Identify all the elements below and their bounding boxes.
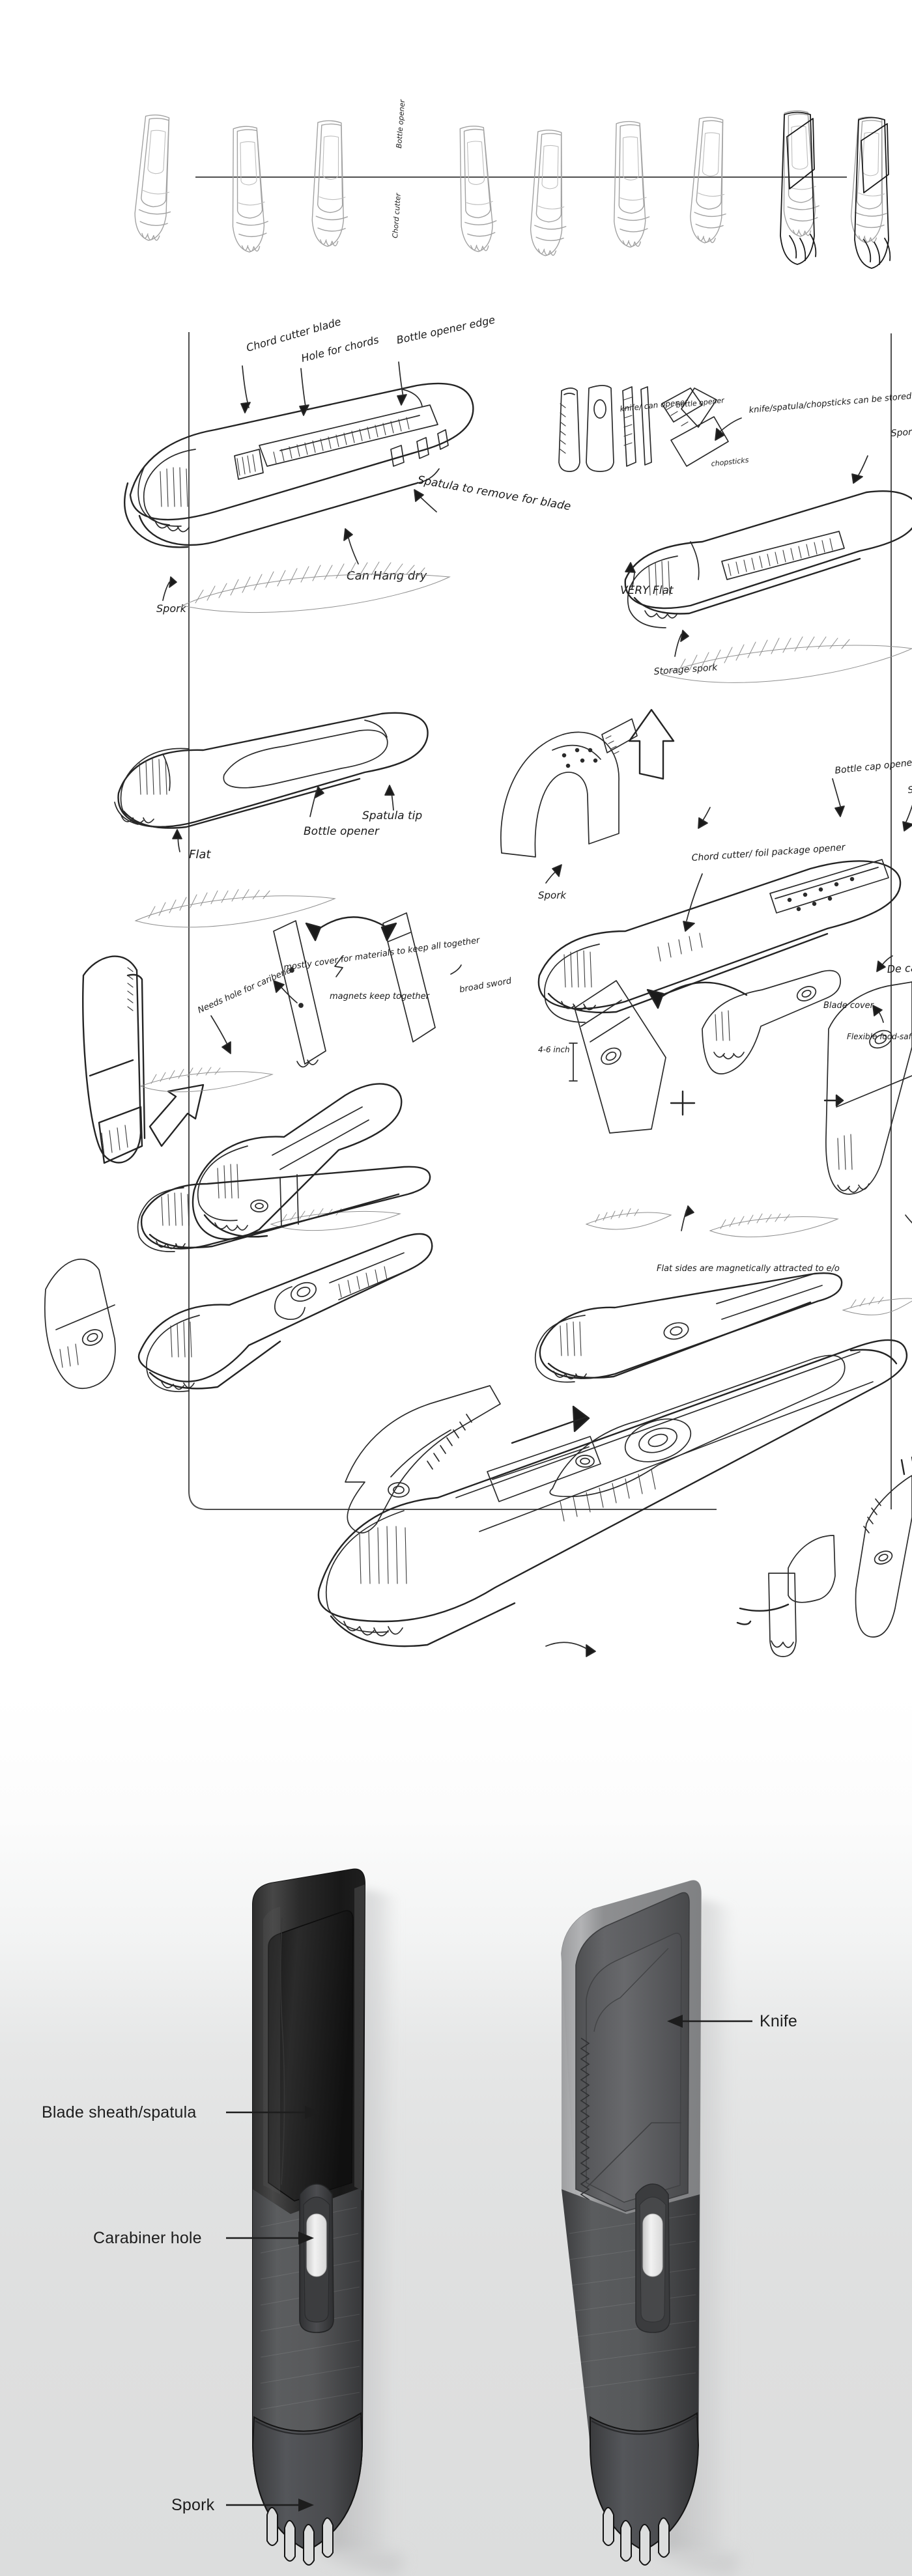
knife-inner-contour (586, 1933, 682, 2203)
sketch-note-flat-sides-magnetic: Flat sides are magnetically attracted to… (657, 1264, 840, 1274)
sketch-study-lower-left (137, 1166, 431, 1252)
shadow-swoosh-2 (661, 636, 912, 683)
sketch-study-right-flat (534, 1272, 843, 1383)
sketch-note-very-flat: VERY Flat (620, 584, 674, 597)
arrow-head-icon (298, 2232, 314, 2245)
shadow-swoosh-3 (134, 889, 336, 928)
sketch-note-bottle-opener: Bottle opener (395, 98, 406, 148)
sketch-note-blade-cover: Blade cover (823, 1001, 875, 1011)
sketch-note-spatula-tip-2: Spatula tip (907, 780, 912, 796)
knife-serration (580, 2037, 590, 2205)
shadow-swoosh-1 (181, 561, 451, 613)
callout-carabiner-hole: Carabiner hole (93, 2229, 314, 2247)
knife-bevel-line (586, 2122, 681, 2189)
spork-tines (266, 2507, 334, 2566)
sketch-note-flexible-food-safe: Flexible food-safe to also spatula (847, 1032, 912, 1041)
right-spork-bowl[interactable] (590, 2412, 700, 2552)
arrow-head-icon (667, 2015, 683, 2028)
sheath-highlight (263, 1907, 280, 2194)
carabiner-hole[interactable] (306, 2213, 327, 2277)
layout-guides (188, 176, 892, 1510)
sketch-note-flat: Flat (189, 848, 211, 861)
right-carabiner-hole[interactable] (642, 2213, 663, 2277)
sketch-note-4-6-inch: 4-6 inch (538, 1045, 570, 1054)
right-spork-rim (591, 2415, 698, 2435)
product-right-view (561, 1880, 741, 2576)
callout-label-blade-sheath: Blade sheath/spatula (42, 2103, 197, 2121)
sketch-note-spork-left: Spork (156, 602, 187, 615)
left-spork-shadow (319, 2533, 406, 2576)
callout-label-knife: Knife (760, 2012, 797, 2030)
sketch-note-chopsticks: chopsticks (711, 456, 749, 468)
sketch-note-can-hang-dry: Can Hang dry (347, 569, 427, 583)
sheath-highlight-edge (354, 1884, 365, 2191)
callout-label-carabiner-hole: Carabiner hole (93, 2229, 202, 2247)
sketch-note-spatula-tip: Spatula tip (362, 809, 422, 822)
callout-blade-sheath-spatula: Blade sheath/spatula (42, 2103, 321, 2121)
knife-inner-contour-2 (593, 1948, 669, 2032)
thumbnail-row: Bottle opener Chord cutter (132, 98, 891, 269)
spork-bowl-rim (255, 2415, 362, 2435)
sketch-study-ring (44, 1233, 433, 1392)
sketch-canvas: .ink { stroke:#1a1a1a; fill:none; stroke… (44, 98, 912, 1657)
callout-knife: Knife (667, 2012, 797, 2030)
callout-label-spork: Spork (171, 2496, 215, 2514)
right-handle-texture (569, 2213, 696, 2390)
sketch-note-spork-mid: Spork (538, 889, 567, 901)
shadow-swooshes-lower (139, 1067, 912, 1315)
right-spork-shadow (654, 2533, 741, 2576)
ideation-sketch-section: .ink { stroke:#1a1a1a; fill:none; stroke… (44, 98, 912, 1657)
sketch-study-assembly: Blade cover Flexible food-safe to also s… (538, 970, 912, 1274)
sketch-study-hero (317, 1339, 912, 1657)
sketch-note-bottle-opener-3: Bottle opener (304, 825, 380, 838)
sketch-note-chord-cutter: Chord cutter (391, 192, 403, 239)
sketch-study-mid-left: Flat Bottle opener Spatula tip (114, 712, 429, 861)
right-spork-tines (603, 2507, 670, 2566)
arrow-head-icon (305, 2106, 321, 2119)
arrow-head-icon (298, 2499, 314, 2512)
callout-spork: Spork (171, 2496, 314, 2514)
product-render-section: Blade sheath/spatula Carabiner hole Spor… (0, 1693, 912, 2576)
blade-sheath-inner (268, 1910, 354, 2202)
sheath-seam-line (279, 1917, 285, 2185)
product-left-view (251, 1868, 406, 2576)
sketch-note-magnets: magnets keep together (330, 992, 431, 1001)
render-canvas: Blade sheath/spatula Carabiner hole Spor… (42, 1868, 797, 2576)
